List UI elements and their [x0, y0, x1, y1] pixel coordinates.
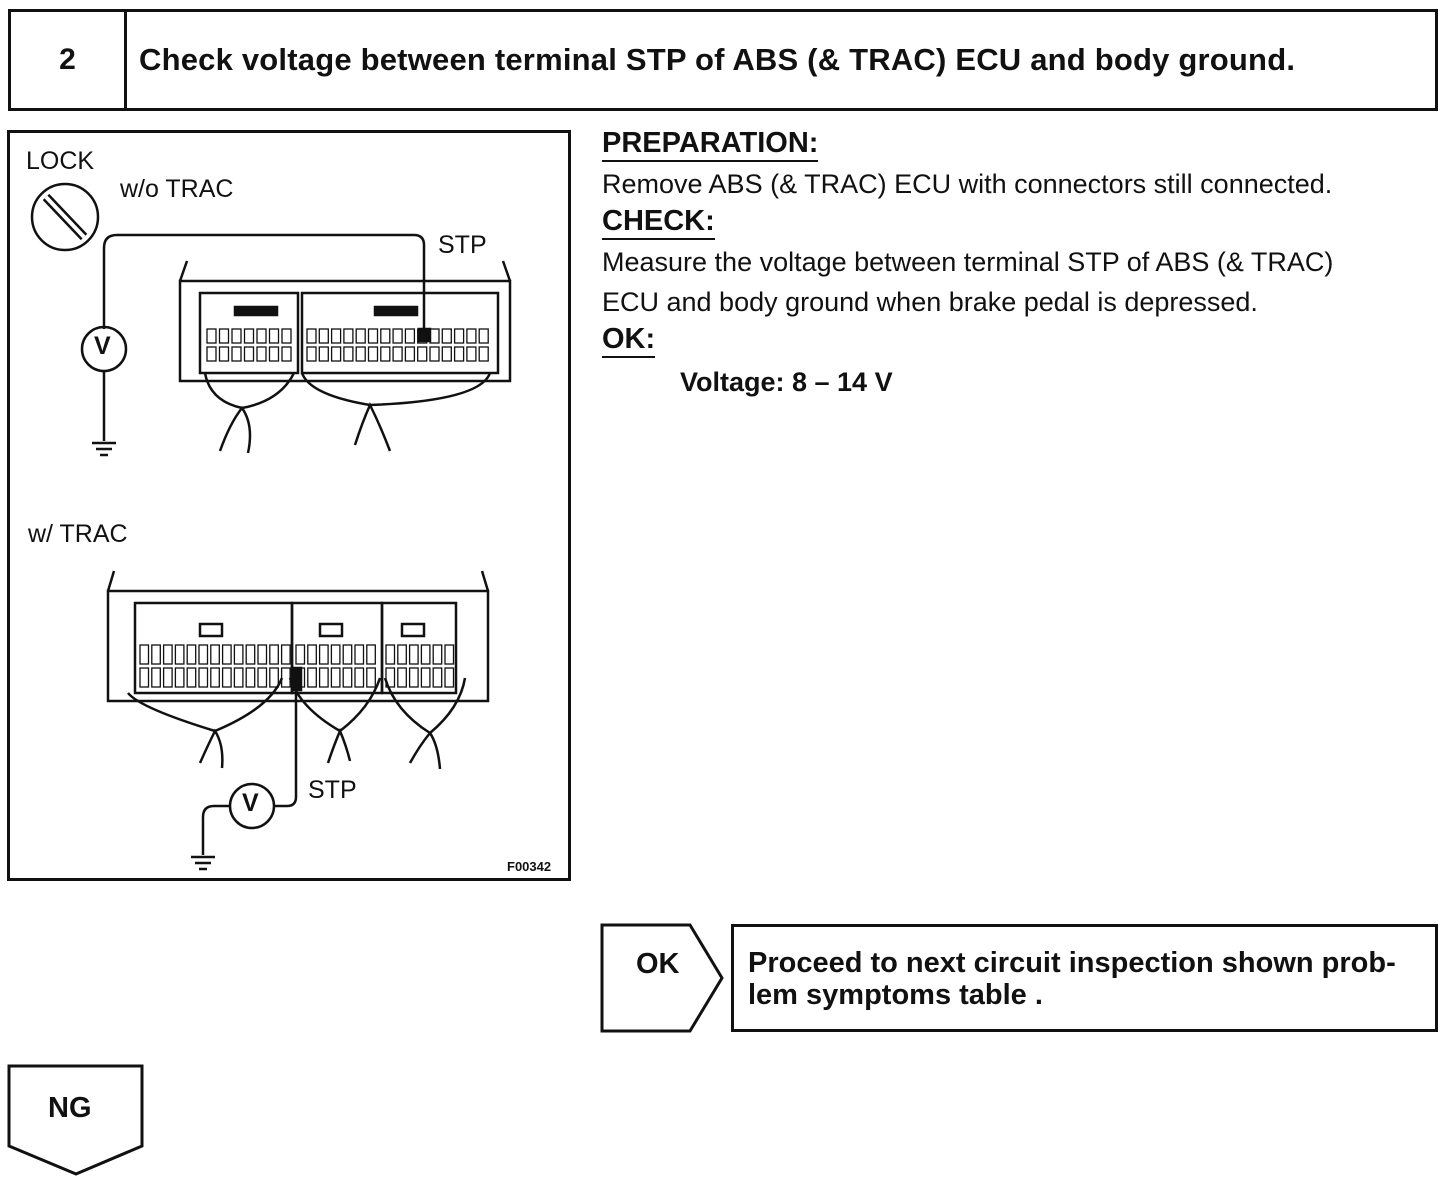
step-number: 2 — [11, 12, 127, 108]
ok-spec: Voltage: 8 – 14 V — [680, 367, 893, 397]
ok-label: OK — [636, 948, 680, 980]
ok-heading: OK: — [602, 322, 656, 358]
variant-with-trac-label: w/ TRAC — [28, 520, 128, 548]
check-text-line2: ECU and body ground when brake pedal is … — [602, 287, 1258, 317]
ng-arrow-box — [7, 1064, 144, 1176]
ok-result-line1: Proceed to next circuit inspection shown… — [748, 947, 1396, 979]
check-text-line1: Measure the voltage between terminal STP… — [602, 247, 1334, 277]
ok-result-box: Proceed to next circuit inspection shown… — [731, 924, 1438, 1032]
ok-result-line2: lem symptoms table . — [748, 979, 1043, 1011]
figure-code: F00342 — [507, 859, 552, 874]
step-header: 2 Check voltage between terminal STP of … — [8, 9, 1438, 111]
step-title: Check voltage between terminal STP of AB… — [139, 42, 1296, 77]
ecu-connector-icon — [106, 570, 490, 703]
ground-symbol-icon — [92, 441, 116, 457]
stp-terminal-label-bottom: STP — [308, 776, 357, 804]
ground-symbol-icon — [191, 855, 215, 871]
wiring-figure: LOCK w/o TRAC STP V w/ TRAC STP V F00342 — [7, 130, 571, 881]
check-heading: CHECK: — [602, 204, 715, 240]
ng-label: NG — [48, 1092, 92, 1124]
variant-without-trac-label: w/o TRAC — [120, 175, 234, 203]
ecu-connector-icon — [178, 260, 512, 383]
voltmeter-label-bottom: V — [242, 789, 259, 817]
preparation-text: Remove ABS (& TRAC) ECU with connectors … — [602, 169, 1333, 199]
instructions-block: PREPARATION: Remove ABS (& TRAC) ECU wit… — [602, 126, 1452, 402]
voltmeter-label-top: V — [94, 332, 111, 360]
preparation-heading: PREPARATION: — [602, 126, 819, 162]
stp-terminal-label-top: STP — [438, 231, 487, 259]
ok-arrow-box — [600, 923, 724, 1033]
wiring-diagram — [30, 182, 512, 871]
ignition-key-lock-icon — [30, 182, 100, 252]
lock-label: LOCK — [26, 147, 95, 175]
